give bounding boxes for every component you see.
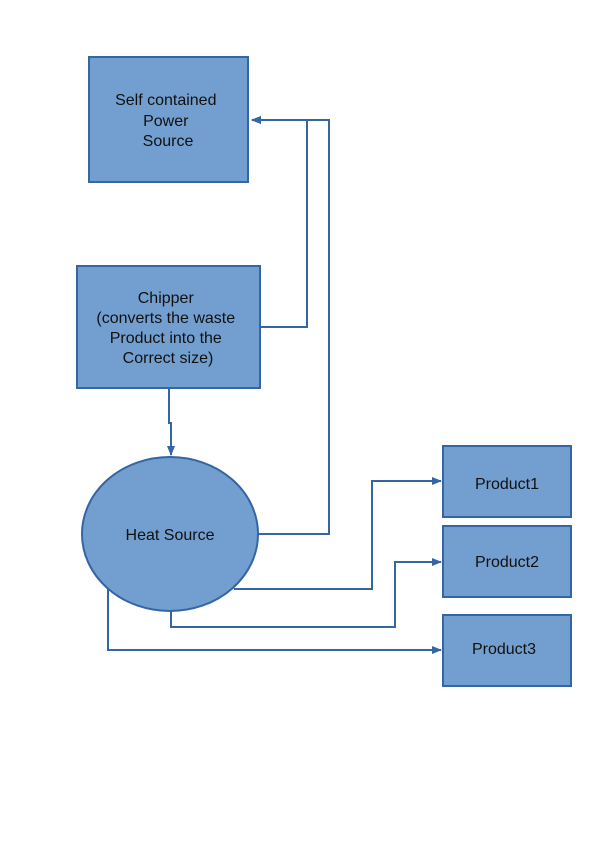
connector-heat-to-product1 — [234, 477, 442, 590]
heat-source-node: Heat Source — [81, 456, 259, 612]
product1-label: Product1 — [475, 476, 539, 493]
chipper-node: Chipper (converts the waste Product into… — [76, 265, 261, 389]
heat-source-label: Heat Source — [126, 527, 215, 544]
product2-node: Product2 — [442, 525, 572, 598]
power-source-label: Self contained Power Source — [115, 92, 221, 150]
chipper-label: Chipper (converts the waste Product into… — [96, 290, 239, 367]
connector-heat-to-power — [251, 116, 330, 535]
product1-node: Product1 — [442, 445, 572, 518]
connector-chipper-to-heat — [167, 389, 175, 456]
product3-node: Product3 — [442, 614, 572, 687]
connector-heat-to-product3 — [107, 589, 442, 654]
connector-heat-to-product2 — [170, 558, 442, 628]
power-source-node: Self contained Power Source — [88, 56, 249, 183]
product3-label: Product3 — [472, 641, 536, 658]
product2-label: Product2 — [475, 554, 539, 571]
